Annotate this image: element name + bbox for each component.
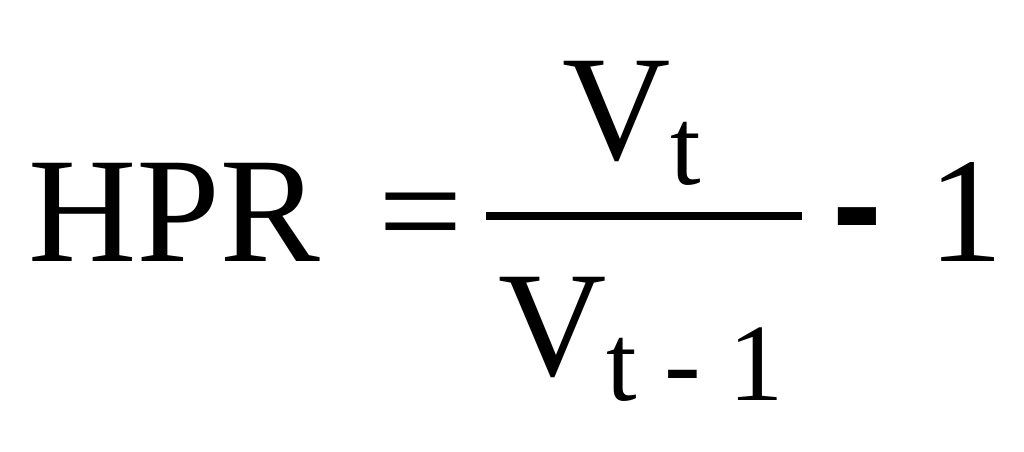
formula-lhs: HPR [28,128,320,294]
denominator-subscript: t - 1 [606,302,784,424]
fraction-bar [486,212,802,220]
denominator-variable: V [498,242,607,408]
minus-sign: - [832,119,882,287]
numerator-subscript: t [670,86,701,208]
numerator-variable: V [562,26,671,192]
constant-one: 1 [928,128,1003,294]
equals-sign: = [378,128,463,294]
